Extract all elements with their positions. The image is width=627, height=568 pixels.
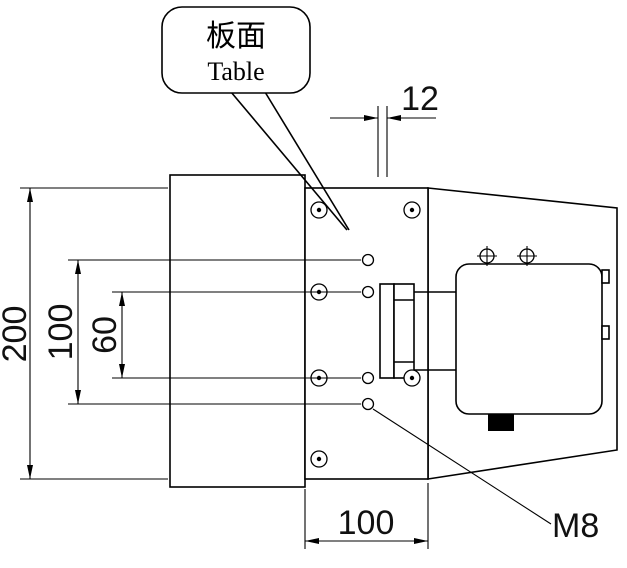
m8-leader-line	[372, 408, 552, 525]
screw-hole	[310, 201, 328, 219]
dim-200-label: 200	[0, 306, 34, 363]
balloon-tail-line	[264, 91, 350, 231]
dimension-12: 12	[330, 80, 439, 177]
callout-title-cn: 板面	[206, 20, 266, 53]
callout-balloon: 板面 Table	[161, 6, 350, 231]
body-outline	[169, 174, 306, 488]
coupling-body	[393, 283, 415, 379]
screw-hole	[403, 369, 421, 387]
body-block	[169, 174, 306, 488]
dimension-100-bottom: 100	[304, 483, 429, 549]
m8-holes	[361, 253, 375, 411]
dim-100-left-label: 100	[42, 304, 80, 361]
m8-hole	[361, 397, 375, 411]
coupling-flange	[379, 283, 395, 379]
gear-housing	[427, 187, 618, 480]
screw-hole	[403, 201, 421, 219]
connector-block	[488, 414, 514, 431]
m8-hole	[361, 371, 375, 385]
cover-tab-bottom	[601, 325, 610, 340]
dim-60-label: 60	[86, 316, 124, 354]
m8-callout: M8	[372, 408, 599, 545]
m8-hole	[361, 253, 375, 267]
dimension-200: 200	[0, 187, 168, 480]
motor-cover	[455, 263, 603, 415]
dim-12-label: 12	[401, 80, 439, 118]
dimension-100-left: 100	[42, 259, 361, 405]
m8-label: M8	[552, 507, 599, 545]
m8-hole	[361, 285, 375, 299]
balloon-tail-line	[230, 91, 348, 231]
housing-screw-right	[517, 246, 537, 266]
balloon-outline	[161, 6, 311, 94]
dimension-60: 60	[86, 291, 361, 379]
cover-tab-top	[601, 269, 610, 284]
dim-100-bottom-label: 100	[338, 504, 395, 542]
callout-title-en: Table	[207, 57, 264, 86]
housing-screw-left	[477, 246, 497, 266]
screw-hole	[310, 450, 328, 468]
